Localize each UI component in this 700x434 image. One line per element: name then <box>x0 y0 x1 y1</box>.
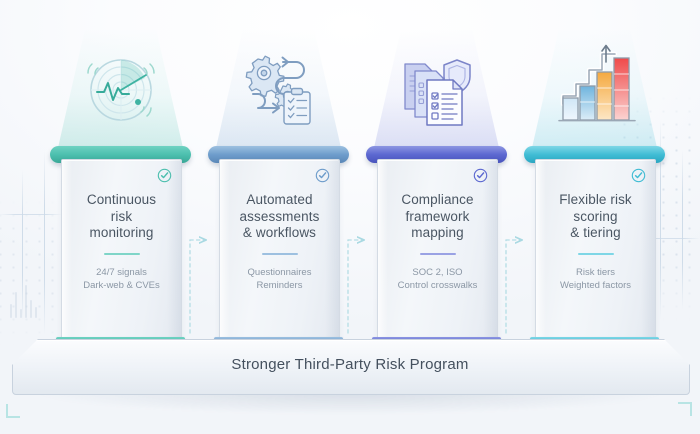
pillar-body-4: Flexible risk scoring & tiering Risk tie… <box>535 159 656 339</box>
pillar-cap-1 <box>50 146 191 163</box>
pillar-divider-4 <box>577 252 614 255</box>
pillar-title-line: Flexible risk <box>559 192 632 207</box>
pillar-title-line: framework <box>405 208 470 224</box>
pillar-body-2: Automated assessments & workflows Questi… <box>219 159 340 339</box>
pillar-subtext-2: Questionnaires Reminders <box>242 266 318 292</box>
pillar-body-1: Continuous risk monitoring 24/7 signals … <box>61 159 182 339</box>
gears-workflow-clipboard-icon <box>224 34 334 142</box>
pillar-title-line: & tiering <box>570 225 621 240</box>
pillar-body-3: Compliance framework mapping SOC 2, ISO … <box>377 159 498 339</box>
pillar-title-1: Continuous risk monitoring <box>81 192 162 242</box>
foundation-slab <box>12 339 690 395</box>
check-circle-icon <box>315 168 330 183</box>
check-circle-icon <box>157 168 172 183</box>
foundation-label: Stronger Third-Party Risk Program <box>231 356 469 373</box>
pillar-title-line: Compliance <box>401 192 474 207</box>
pillar-divider-1 <box>103 252 140 255</box>
check-circle-icon <box>473 168 488 183</box>
pillar-title-line: Continuous <box>86 192 157 207</box>
pillar-divider-2 <box>261 252 298 255</box>
foundation-base: Stronger Third-Party Risk Program <box>12 339 688 393</box>
pillar-title-line: assessments <box>239 208 320 224</box>
front-document <box>425 79 463 126</box>
pillar-sub-line: Control crosswalks <box>397 279 478 291</box>
pillar-title-3: Compliance framework mapping <box>395 192 479 242</box>
pillar-sub-line: Dark-web & CVEs <box>83 279 160 291</box>
pillar-subtext-4: Risk tiers Weighted factors <box>554 266 637 292</box>
pillar-title-line: risk <box>110 208 133 224</box>
pillar-title-line: scoring <box>573 208 618 224</box>
pillar-title-2: Automated assessments & workflows <box>234 192 326 242</box>
pillar-title-line: monitoring <box>89 225 154 240</box>
pillar-subtext-1: 24/7 signals Dark-web & CVEs <box>77 266 166 292</box>
pillar-title-line: Automated <box>246 192 313 207</box>
pillar-sub-line: Risk tiers <box>575 266 616 278</box>
pillar-cap-2 <box>208 146 349 163</box>
clipboard-shape <box>282 87 311 125</box>
pillar-title-4: Flexible risk scoring & tiering <box>553 192 638 242</box>
documents-checklist-shield-icon <box>382 34 492 142</box>
pillar-sub-line: Reminders <box>256 279 303 291</box>
radar-pulse-icon <box>66 34 176 142</box>
bar-chart-trend-icon <box>540 34 650 142</box>
pillar-divider-3 <box>419 252 456 255</box>
check-circle-icon <box>631 168 646 183</box>
pillar-sub-line: Weighted factors <box>559 279 632 291</box>
pillar-sub-line: 24/7 signals <box>96 266 147 278</box>
pillar-sub-line: SOC 2, ISO <box>412 266 463 278</box>
pillar-cap-3 <box>366 146 507 163</box>
pillar-title-line: & workflows <box>242 225 317 240</box>
base-drop-shadow <box>40 392 660 414</box>
pillar-sub-line: Questionnaires <box>247 266 312 278</box>
pillar-title-line: mapping <box>411 225 464 240</box>
pillar-cap-4 <box>524 146 665 163</box>
pillar-subtext-3: SOC 2, ISO Control crosswalks <box>392 266 484 292</box>
